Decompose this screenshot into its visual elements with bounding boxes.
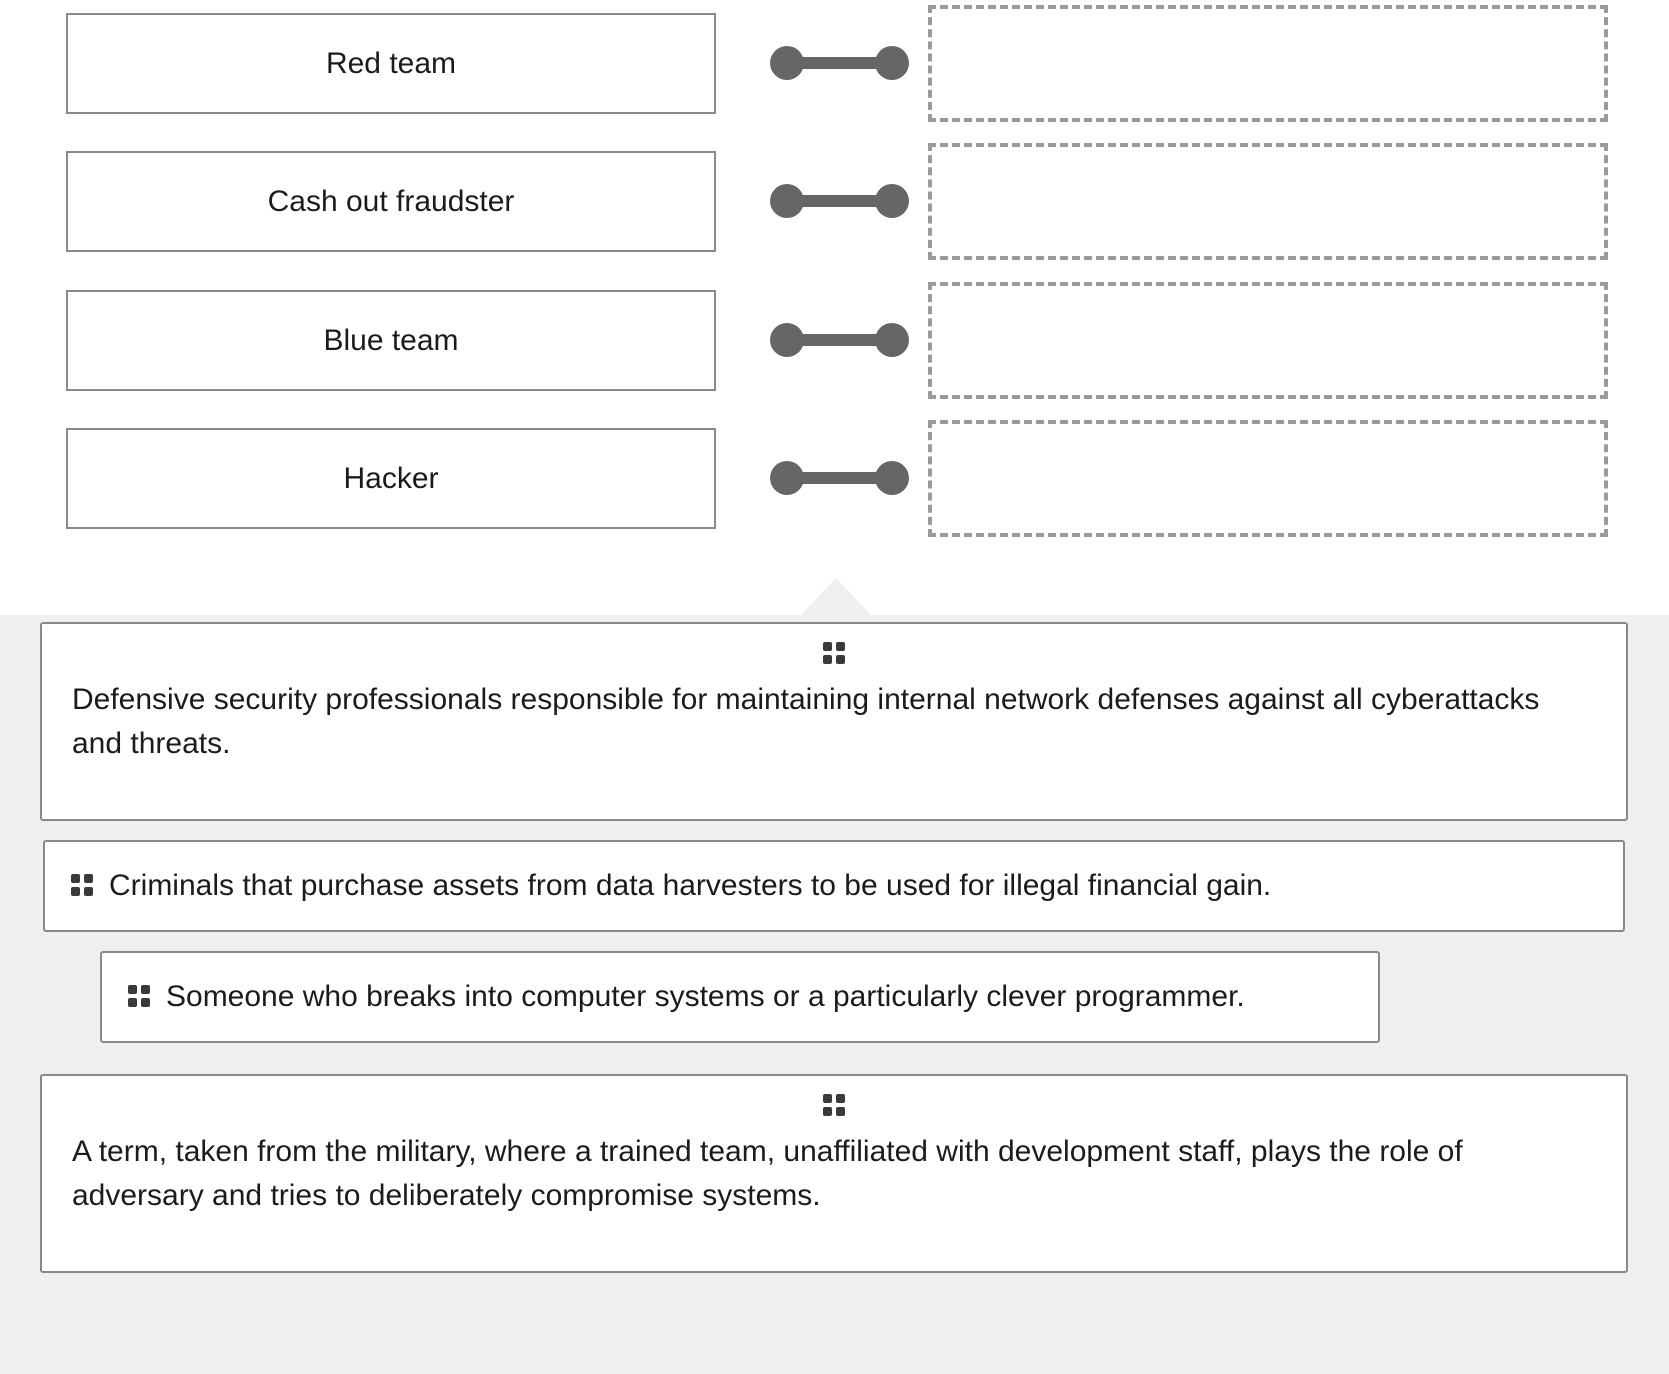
connector-knob-right	[875, 46, 909, 80]
prompt-box-blue-team[interactable]: Blue team	[66, 290, 716, 391]
drop-zone-red-team[interactable]	[928, 5, 1608, 122]
drag-handle-icon[interactable]	[823, 642, 845, 664]
answer-card-text: Defensive security professionals respons…	[72, 683, 1540, 760]
prompt-box-red-team[interactable]: Red team	[66, 13, 716, 114]
link-connector-icon[interactable]	[770, 461, 920, 495]
matching-pairs-area: Red team Cash out fraudster Blue team	[0, 0, 1669, 615]
drag-handle-icon[interactable]	[128, 985, 150, 1007]
link-connector-icon[interactable]	[770, 323, 920, 357]
answer-bank: Defensive security professionals respons…	[0, 615, 1669, 1374]
answer-card-text: Someone who breaks into computer systems…	[166, 980, 1245, 1014]
answer-card-text: Criminals that purchase assets from data…	[109, 869, 1272, 903]
match-row: Blue team	[0, 282, 1669, 399]
drop-zone-cash-out-fraudster[interactable]	[928, 143, 1608, 260]
connector-bar	[780, 334, 900, 346]
match-row: Cash out fraudster	[0, 143, 1669, 260]
connector-knob-right	[875, 184, 909, 218]
drag-handle-icon[interactable]	[823, 1094, 845, 1116]
caret-up-icon	[800, 578, 872, 616]
connector-knob-right	[875, 323, 909, 357]
link-connector-icon[interactable]	[770, 46, 920, 80]
drag-handle-icon[interactable]	[71, 874, 93, 896]
drop-zone-blue-team[interactable]	[928, 282, 1608, 399]
answer-card-hacker[interactable]: Someone who breaks into computer systems…	[100, 951, 1380, 1043]
answer-card-text: A term, taken from the military, where a…	[72, 1135, 1463, 1212]
link-connector-icon[interactable]	[770, 184, 920, 218]
connector-bar	[780, 195, 900, 207]
connector-knob-right	[875, 461, 909, 495]
match-row: Hacker	[0, 420, 1669, 537]
prompt-box-hacker[interactable]: Hacker	[66, 428, 716, 529]
connector-bar	[780, 57, 900, 69]
prompt-box-cash-out-fraudster[interactable]: Cash out fraudster	[66, 151, 716, 252]
answer-card-red-team[interactable]: A term, taken from the military, where a…	[40, 1074, 1628, 1273]
answer-card-cash-out-fraudster[interactable]: Criminals that purchase assets from data…	[43, 840, 1625, 932]
drop-zone-hacker[interactable]	[928, 420, 1608, 537]
connector-bar	[780, 472, 900, 484]
answer-card-blue-team[interactable]: Defensive security professionals respons…	[40, 622, 1628, 821]
match-row: Red team	[0, 5, 1669, 122]
